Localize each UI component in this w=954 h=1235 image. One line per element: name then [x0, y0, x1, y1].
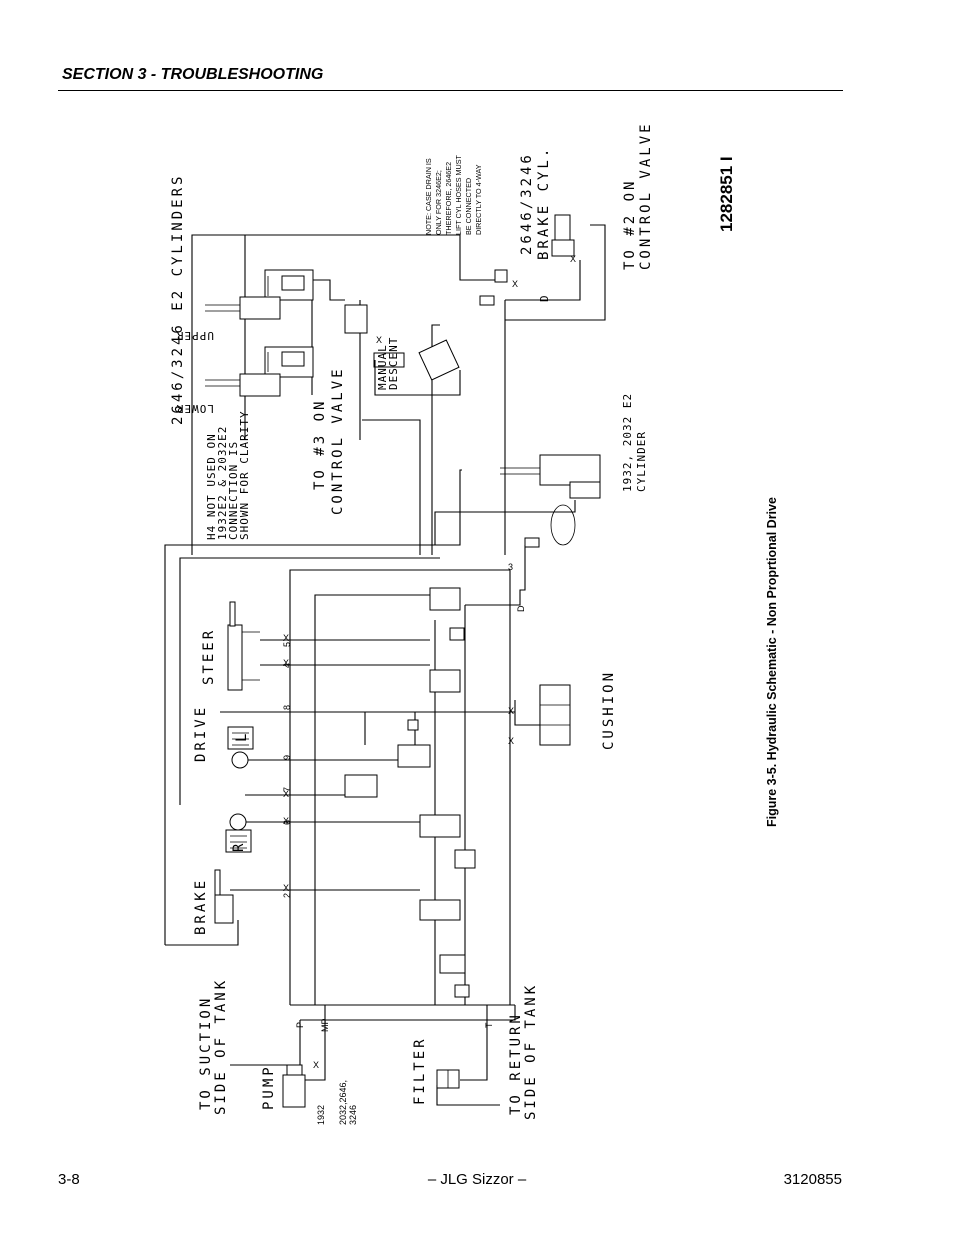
num-3: 3 — [508, 562, 513, 572]
h4-line3: CONNECTION IS — [227, 441, 240, 540]
footer-title: – JLG Sizzor – — [427, 1171, 527, 1188]
port-d-brake: D — [538, 294, 551, 302]
part-number: 1282851 I — [717, 156, 736, 232]
upper-cylinder — [205, 269, 314, 320]
return-line2: SIDE OF TANK — [523, 983, 539, 1120]
pump-label: PUMP — [261, 1064, 277, 1110]
num-4: 4 — [282, 663, 292, 668]
filter — [436, 1069, 460, 1089]
x-mark: X — [508, 736, 514, 746]
lower-label: LOWER — [176, 402, 214, 415]
x-mark: X — [283, 633, 289, 643]
note-line4: LIFT CYL HOSES MUST — [454, 155, 463, 235]
to3-line1: TO #3 ON — [312, 399, 328, 490]
num-7: 7 — [282, 787, 292, 792]
lower-cylinder — [205, 346, 314, 397]
schematic-labels: 2646/3246 E2 CYLINDERS UPPER LOWER TO #3… — [170, 121, 654, 1125]
section-title: SECTION 3 - TROUBLESHOOTING — [62, 66, 324, 83]
page-number: 3-8 — [58, 1171, 80, 1188]
cylinder-1932 — [500, 454, 601, 548]
return-line1: TO RETURN — [508, 1012, 524, 1115]
note-line5: BE CONNECTED — [464, 178, 473, 235]
manual-descent-valve — [344, 304, 461, 396]
upper-label: UPPER — [176, 329, 214, 342]
x-mark: X — [283, 658, 289, 668]
note-line1: NOTE: CASE DRAIN IS — [424, 158, 433, 235]
x-mark: X — [376, 335, 382, 345]
valve-bank — [344, 587, 476, 998]
port-t: T — [484, 1022, 494, 1028]
num-8: 8 — [282, 705, 292, 710]
drive-motor-right — [225, 813, 252, 853]
to2-line1: TO #2 ON — [622, 179, 638, 270]
cylinders-label: 2646/3246 E2 CYLINDERS — [170, 174, 186, 425]
manual-line1: MANUAL — [376, 344, 389, 390]
to3-line2: CONTROL VALVE — [330, 366, 346, 515]
cyl1932-line1: 1932, 2032 E2 — [621, 393, 634, 492]
note-line3: THEREFORE, 2646E2 — [444, 162, 453, 235]
x-mark: X — [313, 1060, 319, 1070]
drive-label: DRIVE — [193, 705, 209, 762]
filter-label: FILTER — [412, 1036, 428, 1105]
brakecyl-line1: 2646/3246 — [519, 152, 535, 255]
port-d: D — [516, 605, 526, 612]
note-line2: ONLY FOR 3246E2; — [434, 170, 443, 235]
h4-line2: 1932E2 & 2032E2 — [216, 426, 229, 540]
x-mark: X — [512, 279, 518, 289]
suction-line1: TO SUCTION — [198, 996, 214, 1110]
h4-line1: H4 NOT USED ON — [205, 433, 218, 540]
num-9: 9 — [282, 755, 292, 760]
num-2: 2 — [282, 893, 292, 898]
pump — [282, 1064, 306, 1108]
port-p: P — [295, 1022, 305, 1028]
x-mark: X — [508, 706, 514, 716]
cushion-block — [539, 684, 571, 746]
x-mark: X — [283, 816, 289, 826]
brakecyl-line2: BRAKE CYL. — [536, 146, 552, 260]
brake-cylinder — [479, 214, 575, 306]
manual-line2: DESCENT — [387, 337, 400, 390]
suction-line2: SIDE OF TANK — [213, 978, 229, 1115]
pump-model2: 2032,2646, — [338, 1080, 348, 1125]
x-mark: X — [570, 254, 576, 264]
figure-caption: Figure 3-5. Hydraulic Schematic - Non Pr… — [765, 497, 779, 827]
piping — [164, 224, 606, 1106]
steer-label: STEER — [201, 628, 217, 685]
num-5: 5 — [282, 642, 292, 647]
to2-line2: CONTROL VALVE — [638, 121, 654, 270]
num-6: 6 — [282, 820, 292, 825]
port-mp: MP — [320, 1019, 330, 1033]
x-mark: X — [283, 789, 289, 799]
brake-label: BRAKE — [193, 878, 209, 935]
cushion-label: CUSHION — [601, 670, 617, 750]
x-mark: X — [283, 883, 289, 893]
pump-model3: 3246 — [348, 1105, 358, 1125]
note-line6: DIRECTLY TO 4-WAY — [474, 164, 483, 235]
motor-l-label: L — [234, 731, 250, 742]
pump-model1: 1932 — [316, 1105, 326, 1125]
brake-cylinder-main — [214, 869, 234, 924]
steer-cylinder — [227, 601, 260, 691]
drive-motor-left — [227, 726, 254, 769]
header-divider — [58, 90, 843, 91]
cyl1932-line2: CYLINDER — [635, 431, 648, 492]
motor-r-label: R — [231, 841, 247, 852]
h4-line4: SHOWN FOR CLARITY — [238, 410, 251, 540]
document-number: 3120855 — [783, 1171, 842, 1188]
